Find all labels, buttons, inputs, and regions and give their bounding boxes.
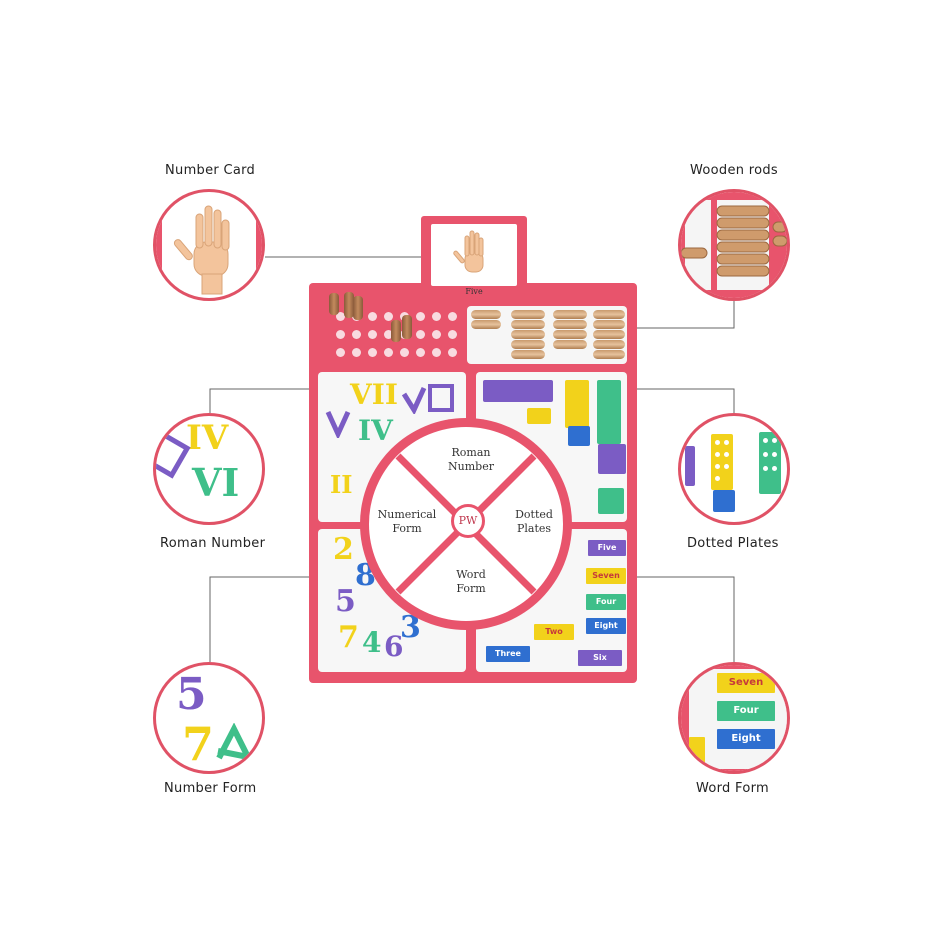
callout-number-card [153, 189, 265, 301]
roman-piece-v[interactable] [324, 408, 354, 441]
word-tile-eight[interactable]: Eight [586, 618, 626, 634]
callout-wooden-rods [678, 189, 790, 301]
roman-piece-zoom [156, 429, 191, 479]
word-tile-five[interactable]: Five [588, 540, 626, 556]
word-tile-seven[interactable]: Seven [586, 568, 626, 584]
dotted-plate-zoom-blue [713, 490, 735, 512]
number-piece-5[interactable]: 5 [335, 584, 356, 619]
callout-number-form: 5 7 [153, 662, 265, 774]
number-piece-4[interactable]: 4 [362, 626, 382, 659]
number-piece-3[interactable]: 3 [400, 610, 421, 645]
dotted-plate-zoom-purple [685, 446, 695, 486]
pw-logo: PW [451, 504, 485, 538]
card-hand-icon [453, 230, 484, 273]
roman-numeral-zoom-2: VI [192, 460, 240, 505]
label-number-card: Number Card [165, 163, 256, 178]
label-word-form: Word Form [696, 781, 769, 796]
roman-piece-iv-green[interactable]: IV [358, 414, 393, 447]
label-wooden-rods: Wooden rods [690, 163, 778, 178]
dotted-plate-green[interactable] [597, 380, 621, 444]
roman-piece-purple[interactable] [401, 384, 456, 416]
callout-word-form: Seven Four Eight [678, 662, 790, 774]
dotted-plate-yellow[interactable] [565, 380, 589, 428]
dotted-plate-green-square[interactable] [598, 488, 624, 514]
hand-image [156, 192, 262, 298]
dotted-plate-purple-long[interactable] [483, 380, 553, 402]
word-tile-zoom-seven: Seven [717, 673, 775, 693]
wheel-word-form: Word Form [456, 568, 486, 595]
callout-roman-number: IV VI [153, 413, 265, 525]
number-piece-6[interactable]: 6 [384, 630, 404, 663]
number-card[interactable]: Five [421, 216, 527, 298]
roman-piece-vii[interactable]: VII [350, 378, 398, 411]
wheel-numerical-form: Numerical Form [377, 508, 437, 535]
number-zoom-5: 5 [176, 669, 207, 720]
dotted-plate-blue[interactable] [568, 426, 590, 446]
number-piece-2[interactable]: 2 [333, 532, 354, 567]
dotted-plate-purple-square[interactable] [598, 444, 626, 474]
label-roman-number: Roman Number [160, 536, 266, 551]
word-tile-four[interactable]: Four [586, 594, 626, 610]
number-piece-7[interactable]: 7 [338, 620, 359, 655]
callout-dotted-plates [678, 413, 790, 525]
roman-numeral-zoom-1: IV [186, 418, 229, 458]
word-tile-zoom-four: Four [717, 701, 775, 721]
word-tile-six[interactable]: Six [578, 650, 622, 666]
dotted-plate-yellow-small[interactable] [527, 408, 551, 424]
pw-logo-text: PW [458, 514, 478, 527]
word-tile-two[interactable]: Two [534, 624, 574, 640]
rod-storage [467, 306, 627, 364]
card-word: Five [465, 287, 483, 296]
roman-piece-ii[interactable]: II [330, 470, 353, 499]
wheel-dotted-plates: Dotted Plates [515, 508, 553, 535]
wooden-rods-image [681, 192, 787, 298]
dotted-plate-zoom-green [759, 432, 781, 494]
label-dotted-plates: Dotted Plates [687, 536, 779, 551]
dotted-plate-zoom-yellow [711, 434, 733, 490]
number-zoom-7: 7 [182, 717, 215, 771]
word-tile-three[interactable]: Three [486, 646, 530, 662]
number-zoom-4-shape [216, 723, 254, 762]
word-tile-zoom-eight: Eight [717, 729, 775, 749]
label-number-form: Number Form [164, 781, 257, 796]
wheel-roman-number: Roman Number [448, 446, 494, 473]
